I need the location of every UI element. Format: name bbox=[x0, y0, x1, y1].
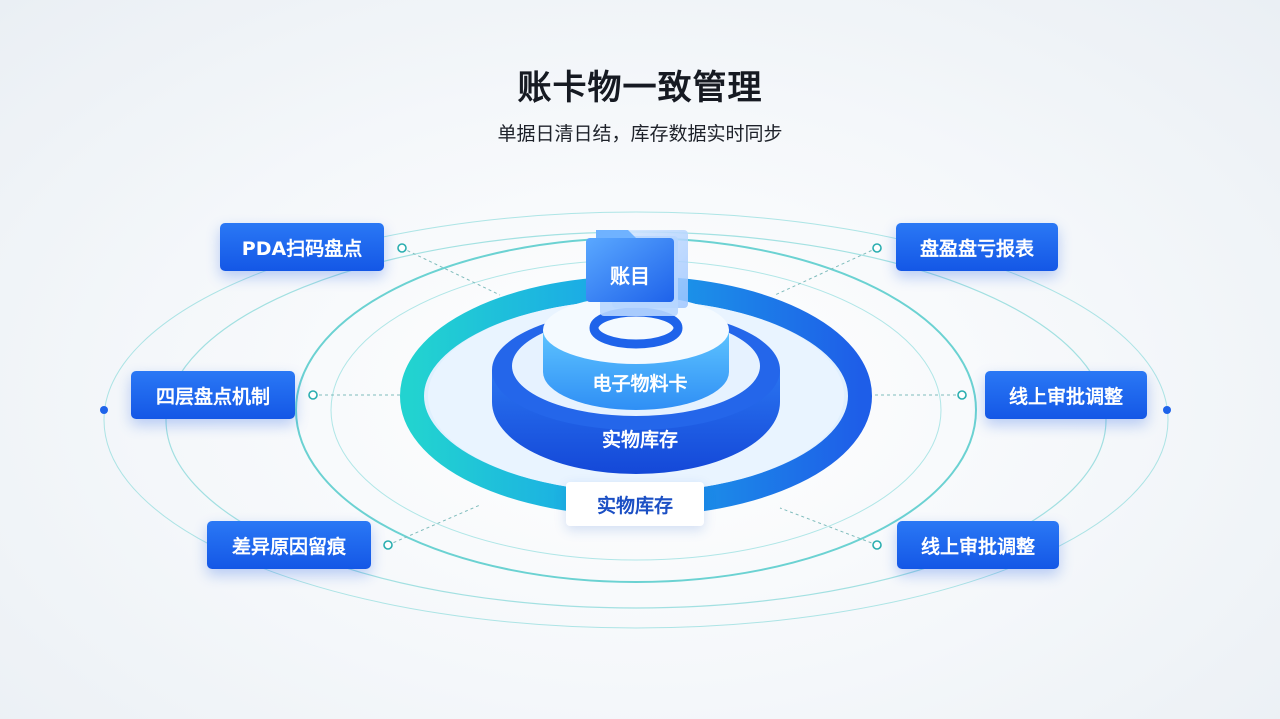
tag-profit-loss-report: 盘盈盘亏报表 bbox=[896, 223, 1058, 271]
connector-diff bbox=[387, 504, 481, 546]
connector-approve-2 bbox=[779, 507, 878, 546]
tag-online-approval-1: 线上审批调整 bbox=[985, 371, 1147, 419]
ledger-card-front bbox=[586, 238, 674, 302]
tag-pda-scan: PDA扫码盘点 bbox=[220, 223, 384, 271]
physical-stock-label: 实物库存 bbox=[601, 428, 678, 451]
connector-dot-four-layer bbox=[308, 390, 318, 400]
orbit-dot-right bbox=[1163, 406, 1171, 414]
orbit-line-outer bbox=[103, 211, 1169, 629]
inner-platform-top bbox=[543, 296, 729, 364]
material-card-label: 电子物料卡 bbox=[592, 372, 688, 395]
connector-dot-approve-2 bbox=[872, 540, 882, 550]
connector-report bbox=[774, 247, 878, 296]
ledger-folder-tab bbox=[596, 230, 636, 238]
connector-pda bbox=[401, 247, 501, 296]
ledger-label: 账目 bbox=[610, 263, 650, 288]
page-title: 账卡物一致管理 bbox=[517, 68, 763, 108]
connector-dot-approve-1 bbox=[957, 390, 967, 400]
orbit-dot-left bbox=[100, 406, 108, 414]
tag-online-approval-2: 线上审批调整 bbox=[897, 521, 1059, 569]
page-subtitle: 单据日清日结，库存数据实时同步 bbox=[497, 123, 783, 145]
physical-stock-box: 实物库存 bbox=[566, 482, 704, 526]
connector-dot-diff bbox=[383, 540, 393, 550]
tag-diff-reason: 差异原因留痕 bbox=[207, 521, 371, 569]
connector-dot-report bbox=[872, 243, 882, 253]
connector-dot-pda bbox=[397, 243, 407, 253]
tag-four-layer: 四层盘点机制 bbox=[131, 371, 295, 419]
